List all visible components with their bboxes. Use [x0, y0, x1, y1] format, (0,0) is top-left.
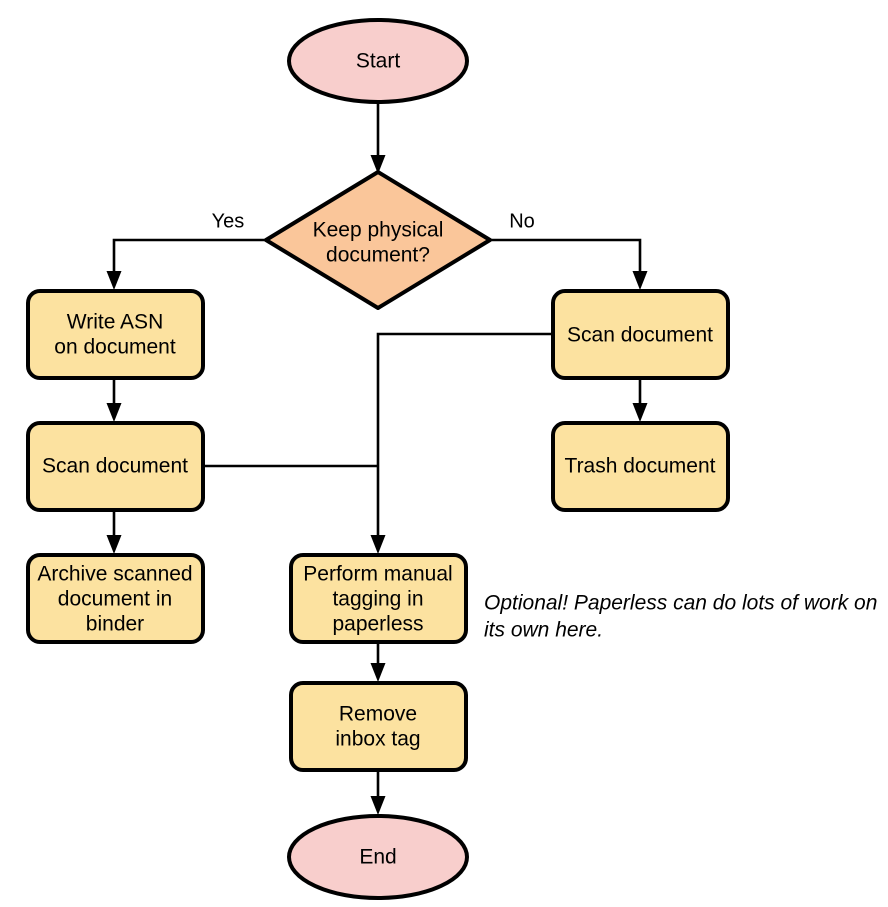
- manual-tagging-label-line2: tagging in: [332, 588, 423, 611]
- node-scan-document-right[interactable]: Scan document: [551, 289, 730, 380]
- edge-layer: [106, 102, 648, 815]
- edge-scan-right-to-manual-tagging: [370, 332, 552, 554]
- edge-label-yes: Yes: [212, 210, 245, 232]
- manual-tagging-box[interactable]: [289, 553, 468, 644]
- node-scan-document-left[interactable]: Scan document: [26, 421, 205, 512]
- edge-scan-left-to-archive: [106, 511, 122, 554]
- arrowhead: [106, 535, 122, 554]
- arrowhead: [370, 796, 386, 815]
- archive-binder-label-line3: binder: [86, 613, 144, 636]
- edge-remove-inbox-to-end: [370, 771, 386, 815]
- write-asn-label-line2: on document: [54, 336, 176, 359]
- edge-write-asn-to-scan-left: [106, 379, 122, 422]
- scan-document-left-label: Scan document: [42, 455, 188, 478]
- end-ellipse[interactable]: [287, 814, 469, 900]
- arrowhead: [106, 403, 122, 422]
- remove-inbox-label-line2: inbox tag: [335, 728, 420, 751]
- node-manual-tagging[interactable]: Perform manual tagging in paperless: [289, 553, 468, 644]
- node-remove-inbox-tag[interactable]: Remove inbox tag: [289, 681, 468, 772]
- edge-line: [490, 238, 642, 278]
- edge-decision-yes-to-write-asn: [106, 238, 265, 290]
- arrowhead: [370, 663, 386, 682]
- arrowhead: [632, 271, 648, 290]
- edge-start-to-decision: [370, 102, 386, 174]
- node-decision-keep-physical-document[interactable]: Keep physical document?: [264, 170, 492, 310]
- archive-binder-box[interactable]: [26, 553, 205, 644]
- decision-label-line2: document?: [326, 244, 430, 267]
- arrowhead: [370, 155, 386, 174]
- scan-document-left-box[interactable]: [26, 421, 205, 512]
- trash-document-label: Trash document: [565, 455, 716, 478]
- start-ellipse[interactable]: [287, 18, 469, 104]
- scan-document-right-box[interactable]: [551, 289, 730, 380]
- optional-note-line1: Optional! Paperless can do lots of work …: [484, 592, 877, 615]
- node-trash-document[interactable]: Trash document: [551, 421, 730, 512]
- edge-line: [376, 332, 552, 542]
- arrowhead: [106, 271, 122, 290]
- node-start[interactable]: Start: [287, 18, 469, 104]
- decision-diamond[interactable]: [264, 170, 492, 310]
- arrowhead: [370, 535, 386, 554]
- archive-binder-label-line2: document in: [58, 588, 172, 611]
- decision-label-line1: Keep physical: [313, 219, 444, 242]
- node-end[interactable]: End: [287, 814, 469, 900]
- write-asn-box[interactable]: [26, 289, 205, 380]
- edge-manual-tagging-to-remove-inbox: [370, 643, 386, 682]
- end-label: End: [359, 846, 396, 869]
- edge-scan-right-to-trash: [632, 379, 648, 422]
- write-asn-label-line1: Write ASN: [67, 311, 163, 334]
- start-label: Start: [356, 50, 401, 73]
- node-archive-binder[interactable]: Archive scanned document in binder: [26, 553, 205, 644]
- node-write-asn[interactable]: Write ASN on document: [26, 289, 205, 380]
- manual-tagging-label-line3: paperless: [332, 613, 423, 636]
- optional-note-line2: its own here.: [484, 619, 603, 642]
- remove-inbox-tag-box[interactable]: [289, 681, 468, 772]
- archive-binder-label-line1: Archive scanned: [37, 563, 192, 586]
- edge-line: [112, 238, 265, 278]
- manual-tagging-label-line1: Perform manual: [303, 563, 452, 586]
- edge-decision-no-to-scan-right: [490, 238, 648, 290]
- trash-document-box[interactable]: [551, 421, 730, 512]
- scan-document-right-label: Scan document: [567, 324, 713, 347]
- remove-inbox-label-line1: Remove: [339, 703, 417, 726]
- annotation-optional-note: Optional! Paperless can do lots of work …: [484, 592, 877, 642]
- arrowhead: [632, 403, 648, 422]
- edge-label-no: No: [509, 210, 535, 232]
